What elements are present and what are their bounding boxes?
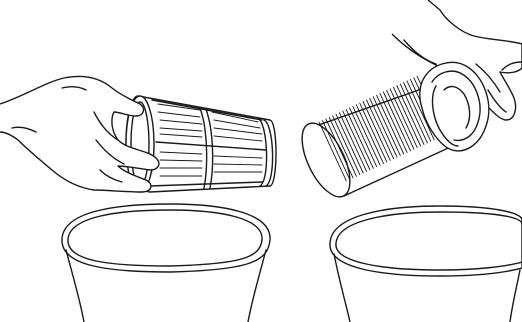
pleated-filter [292,62,489,203]
left-dust-container [62,204,270,322]
left-panel [0,76,276,322]
right-dust-container [330,206,522,322]
mesh-prefilter [126,96,276,192]
right-panel [292,0,522,322]
